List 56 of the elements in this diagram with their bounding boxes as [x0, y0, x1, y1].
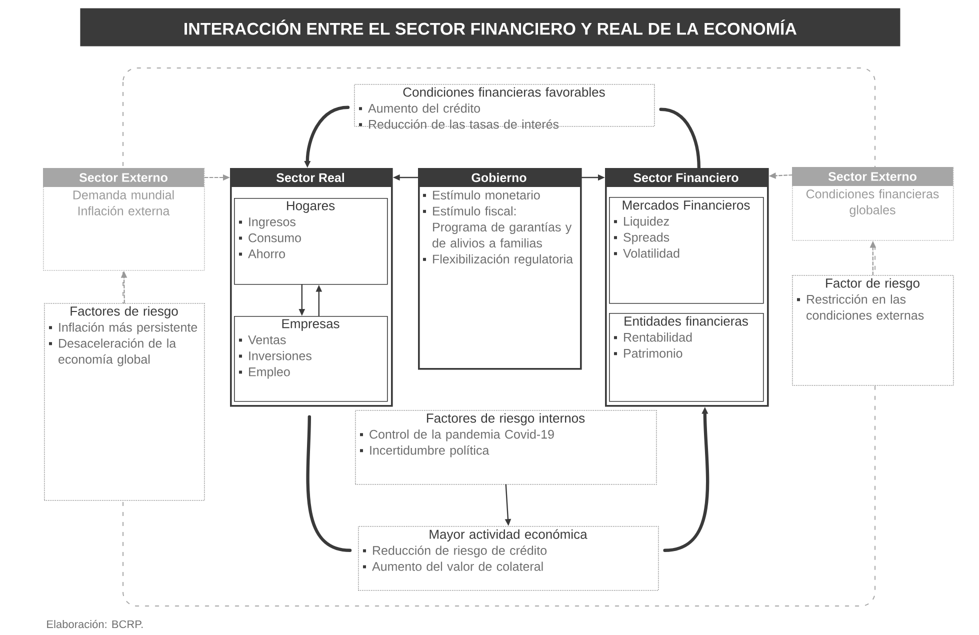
body-text: Condiciones financieras globales [806, 189, 939, 217]
band-title: Sector Real [276, 172, 344, 182]
box-heading: Factores de riesgo [70, 306, 178, 318]
info-box [355, 410, 657, 485]
bullet-item: Aumento del crédito [359, 103, 480, 113]
bullet-item: Control de la pandemia Covid-19 [360, 430, 554, 442]
risk-factor-box [44, 303, 205, 501]
bullet-item: Flexibilización regulatoria [423, 254, 573, 266]
external-sector-box [792, 167, 954, 241]
group-box [609, 197, 764, 304]
bullet-item: Volatilidad [614, 248, 680, 258]
bullet-item: Ventas [239, 336, 286, 344]
bullet-item: Incertidumbre política [360, 445, 490, 458]
group-box [609, 313, 764, 402]
source-note: Elaboración: BCRP. [47, 620, 143, 628]
group-box [234, 198, 388, 285]
bullet-item: Patrimonio [614, 348, 682, 358]
body-text: Demanda mundial [73, 190, 174, 200]
bullet-item: Ingresos [239, 218, 296, 229]
box-heading: Factor de riesgo [826, 278, 920, 290]
box-heading: Entidades financieras [624, 316, 748, 326]
risk-factor-box [792, 275, 954, 386]
bullet-item: Reducción de las tasas de interés [359, 119, 559, 129]
band-title: Sector Externo [828, 172, 916, 181]
band-title: Sector Financiero [634, 172, 738, 182]
bullet-item: Rentabilidad [614, 332, 692, 342]
box-heading: Condiciones financieras favorables [403, 87, 605, 97]
box-heading: Empresas [282, 319, 340, 331]
bullet-item: Inversiones [239, 351, 312, 360]
external-sector-box [43, 168, 205, 271]
box-heading: Mercados Financieros [622, 200, 750, 210]
bullet-item: Empleo [239, 367, 290, 379]
box-heading: Mayor actividad económica [430, 529, 588, 542]
info-box [358, 526, 659, 591]
bullet-item: Desaceleración de la economía global [49, 338, 176, 366]
bullet-item: Inflación más persistente [49, 322, 198, 334]
group-box [234, 316, 388, 402]
curved-line [306, 415, 352, 552]
bullet-item: Restricción en las condiciones externas [797, 294, 924, 320]
government-box [418, 168, 582, 370]
info-box [354, 84, 655, 129]
title-band: INTERACCIÓN ENTRE EL SECTOR FINANCIERO Y REAL DE LA ECONOMÍA [80, 8, 900, 46]
box-heading: Hogares [287, 201, 335, 213]
body-text: Inflación externa [78, 206, 170, 216]
bullet-item: Liquidez [614, 216, 669, 228]
bullet-item: Spreads [614, 232, 670, 244]
bullet-item: Consumo [239, 233, 301, 242]
bullet-item: Estímulo monetario [423, 190, 540, 200]
band-title: Sector Externo [79, 173, 168, 182]
bullet-item: Estímulo fiscal: Programa de garantías y de alivios a familias [423, 206, 572, 248]
box-heading: Factores de riesgo internos [426, 413, 585, 426]
bullet-item: Aumento del valor de colateral [363, 562, 543, 571]
bullet-item: Ahorro [239, 249, 285, 258]
band-title: Gobierno [472, 172, 526, 182]
curved-line [659, 108, 700, 170]
bullet-item: Reducción de riesgo de crédito [363, 546, 547, 558]
